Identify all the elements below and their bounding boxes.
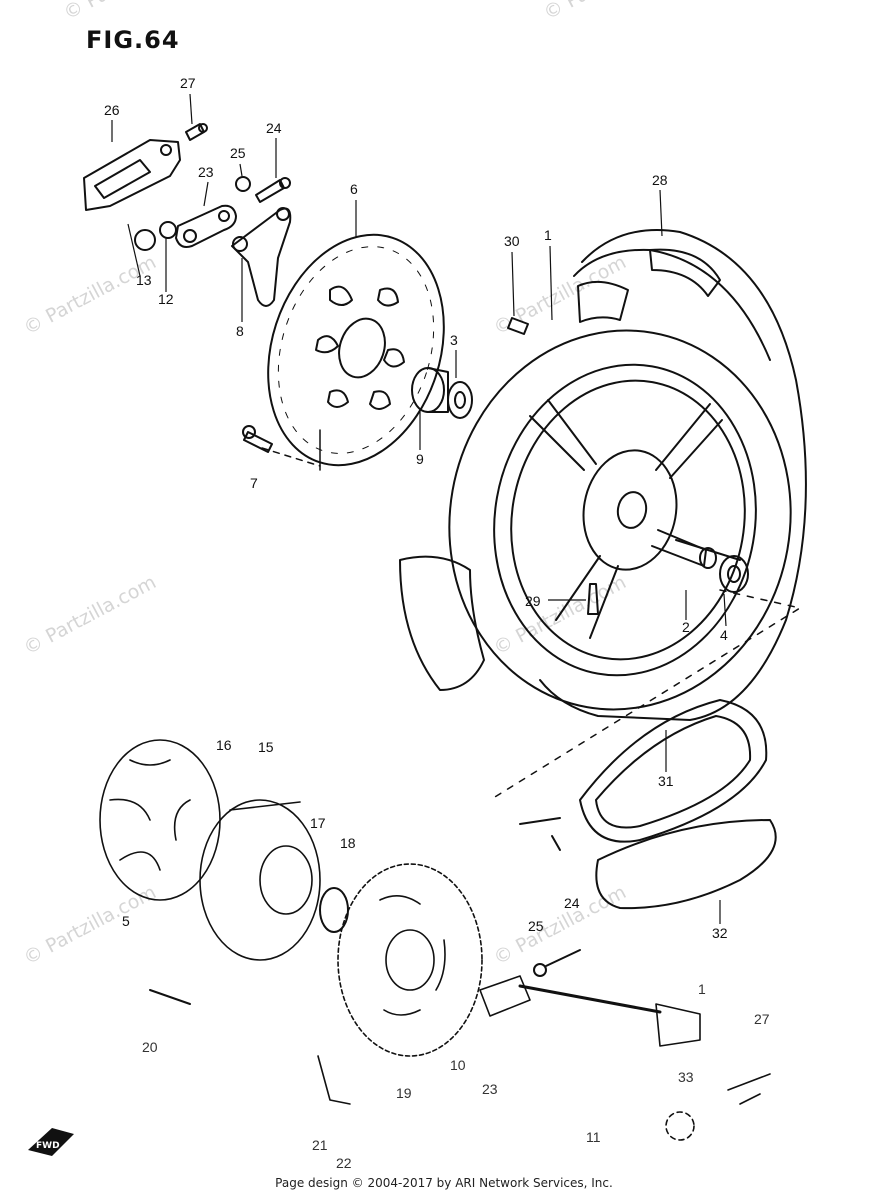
part-caliper-bracket[interactable] [231, 207, 292, 307]
callout-8[interactable]: 8 [236, 323, 244, 339]
part-chain-guard[interactable] [83, 139, 181, 211]
callout-25b[interactable]: 25 [528, 918, 544, 934]
callout-27b[interactable]: 27 [754, 1011, 770, 1027]
callout-28[interactable]: 28 [652, 172, 668, 188]
callout-11[interactable]: 11 [586, 1129, 601, 1145]
callout-18[interactable]: 18 [340, 835, 356, 851]
part-axle-spacer[interactable] [651, 529, 717, 569]
part-rear-sprocket[interactable] [337, 863, 483, 1057]
callout-23b[interactable]: 23 [482, 1081, 498, 1097]
callout-1b[interactable]: 1 [698, 981, 706, 997]
callout-12[interactable]: 12 [158, 291, 174, 307]
part-disc-bolt[interactable] [242, 425, 273, 453]
callout-21[interactable]: 21 [312, 1137, 328, 1153]
part-nut[interactable] [134, 229, 156, 251]
part-brake-disc[interactable] [240, 212, 473, 488]
part-spacer[interactable] [411, 367, 449, 413]
part-bearing-18[interactable] [319, 887, 349, 933]
callout-3[interactable]: 3 [450, 332, 458, 348]
callout-4[interactable]: 4 [720, 627, 728, 643]
part-torque-arm[interactable] [175, 204, 237, 248]
part-nut-25[interactable] [235, 176, 251, 192]
callout-20[interactable]: 20 [142, 1039, 158, 1055]
callout-10[interactable]: 10 [450, 1057, 466, 1073]
callout-31[interactable]: 31 [658, 773, 674, 789]
part-bearing[interactable] [447, 381, 473, 419]
callout-9[interactable]: 9 [416, 451, 424, 467]
part-valve-cap[interactable] [507, 317, 529, 335]
callout-17[interactable]: 17 [310, 815, 326, 831]
callout-2[interactable]: 2 [682, 619, 690, 635]
callout-7[interactable]: 7 [250, 475, 258, 491]
callout-1[interactable]: 1 [544, 227, 552, 243]
footer-copyright: Page design © 2004-2017 by ARI Network S… [275, 1176, 613, 1190]
part-wheel[interactable] [420, 303, 821, 736]
part-washer[interactable] [159, 221, 177, 239]
part-cush-rubber[interactable] [99, 739, 221, 901]
part-chain-adjuster[interactable] [479, 975, 701, 1047]
callout-26[interactable]: 26 [104, 102, 120, 118]
part-inner-tube[interactable] [579, 699, 768, 843]
leader-lines [111, 93, 727, 924]
part-mud-flap[interactable] [595, 819, 777, 910]
callout-13[interactable]: 13 [136, 272, 152, 288]
callout-19[interactable]: 19 [396, 1085, 412, 1101]
callout-22[interactable]: 22 [336, 1155, 352, 1171]
part-valve[interactable] [587, 583, 599, 615]
callout-6[interactable]: 6 [350, 181, 358, 197]
callout-30[interactable]: 30 [504, 233, 520, 249]
callout-5[interactable]: 5 [122, 913, 130, 929]
callout-23[interactable]: 23 [198, 164, 214, 180]
callout-29[interactable]: 29 [525, 593, 541, 609]
callout-33[interactable]: 33 [678, 1069, 694, 1085]
callout-25[interactable]: 25 [230, 145, 246, 161]
callout-24[interactable]: 24 [266, 120, 282, 136]
forward-arrow-icon: FWD [28, 1128, 74, 1156]
part-wheel-bearing[interactable] [719, 555, 749, 593]
part-sprocket-carrier[interactable] [199, 799, 321, 961]
forward-label: FWD [36, 1141, 60, 1151]
callout-32[interactable]: 32 [712, 925, 728, 941]
callout-16[interactable]: 16 [216, 737, 232, 753]
part-axle[interactable] [518, 984, 662, 1014]
figure-title: FIG.64 [86, 26, 180, 54]
part-tire[interactable] [399, 229, 807, 721]
part-bolt[interactable] [185, 123, 208, 141]
part-bolt-24[interactable] [255, 177, 291, 203]
callout-labels: 27 26 24 25 23 6 28 1 30 13 12 8 3 9 7 2… [104, 75, 770, 1171]
callout-15[interactable]: 15 [258, 739, 274, 755]
callout-24b[interactable]: 24 [564, 895, 580, 911]
callout-27[interactable]: 27 [180, 75, 196, 91]
